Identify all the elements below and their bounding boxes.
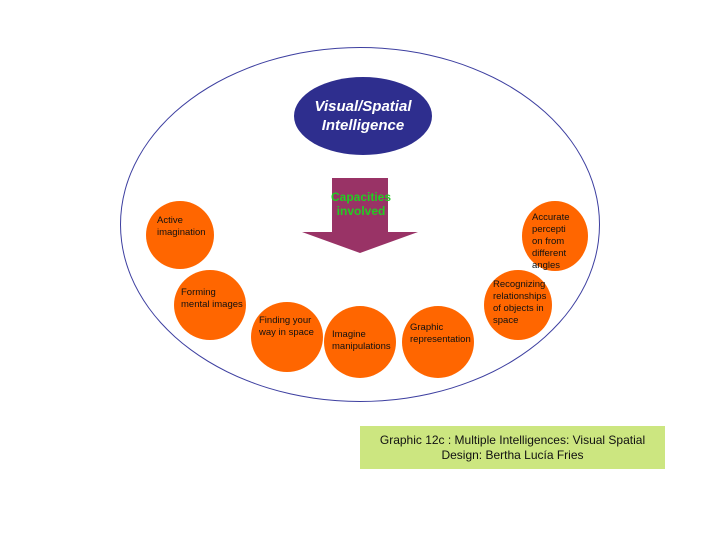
outer-ellipse	[120, 47, 600, 402]
caption-box: Graphic 12c : Multiple Intelligences: Vi…	[360, 426, 665, 469]
capacity-node-finding-way	[251, 302, 323, 372]
capacity-node-accurate-perception	[522, 201, 588, 271]
capacity-node-active-imagination	[146, 201, 214, 269]
capacity-label-forming-mental-images: Forming mental images	[181, 287, 243, 310]
capacity-label-imagine-manipulations: Imagine manipulations	[332, 329, 391, 352]
down-arrow	[302, 178, 418, 253]
capacity-node-graphic-representation	[402, 306, 474, 378]
capacity-label-finding-way: Finding your way in space	[259, 315, 314, 338]
capacity-label-active-imagination: Active imagination	[157, 215, 206, 238]
center-title: Visual/Spatial Intelligence	[314, 98, 412, 134]
caption-line-2: Design: Bertha Lucía Fries	[441, 447, 584, 462]
capacity-label-accurate-perception: Accurate percepti on from different angl…	[532, 212, 570, 271]
capacity-label-recognizing-relationships: Recognizing relationships of objects in …	[493, 279, 547, 326]
caption-line-1: Graphic 12c : Multiple Intelligences: Vi…	[379, 432, 646, 447]
center-oval: Visual/Spatial Intelligence	[294, 77, 432, 155]
capacity-label-graphic-representation: Graphic representation	[410, 322, 471, 345]
capacity-node-forming-mental-images	[174, 270, 246, 340]
capacity-node-recognizing-relationships	[484, 270, 552, 340]
arrow-label: Capacities involved	[330, 190, 392, 218]
capacity-node-imagine-manipulations	[324, 306, 396, 378]
